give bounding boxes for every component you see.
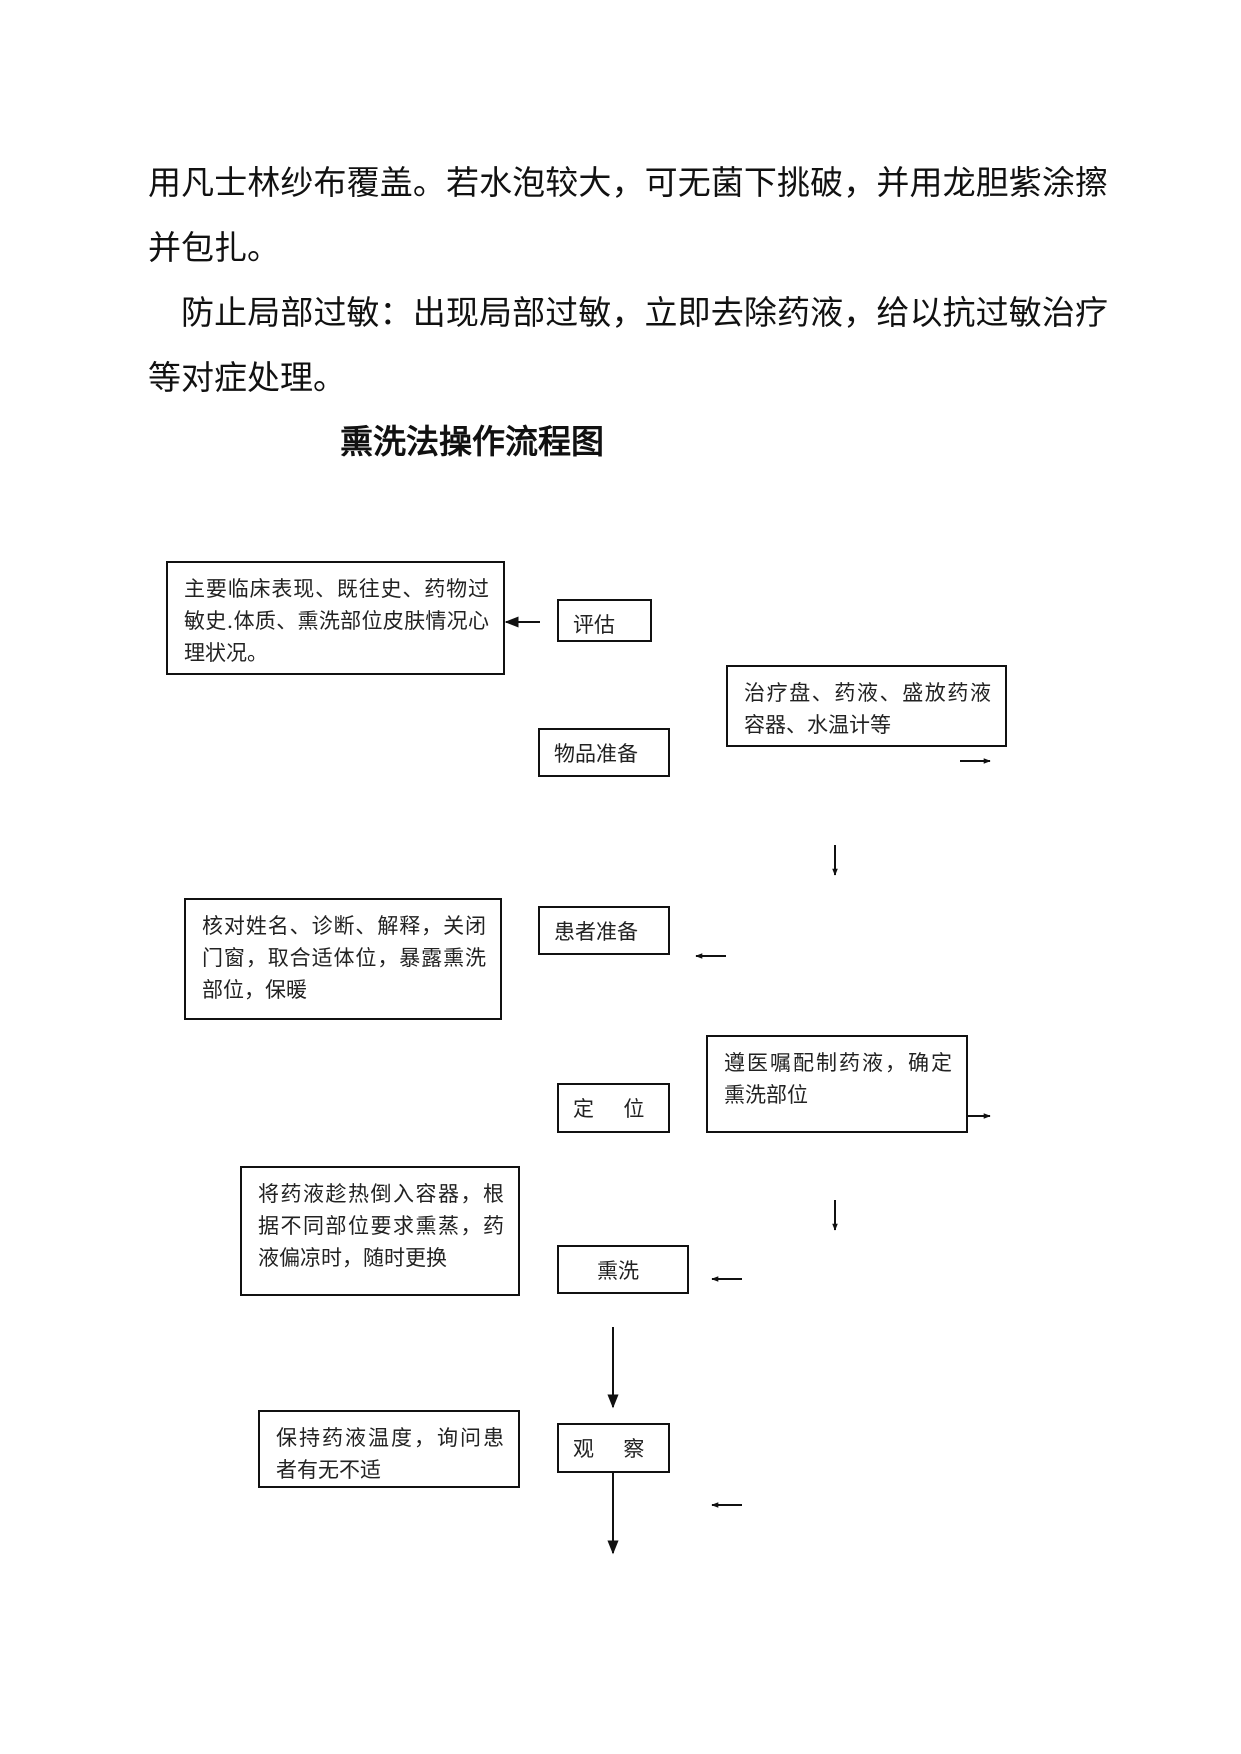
step-supplies-label: 物品准备 (554, 742, 638, 766)
note-patient-prep-text: 核对姓名、诊断、解释，关闭门窗，取合适体位，暴露熏洗部位，保暖 (202, 914, 486, 1002)
note-observe-text: 保持药液温度，询问患者有无不适 (276, 1426, 504, 1482)
step-supplies: 物品准备 (538, 728, 670, 777)
note-position: 遵医嘱配制药液，确定熏洗部位 (706, 1035, 968, 1133)
note-observe: 保持药液温度，询问患者有无不适 (258, 1410, 520, 1488)
note-position-text: 遵医嘱配制药液，确定熏洗部位 (724, 1051, 952, 1107)
step-observe: 观 察 (557, 1423, 670, 1473)
note-assess: 主要临床表现、既往史、药物过敏史.体质、熏洗部位皮肤情况心理状况。 (166, 561, 505, 675)
note-patient-prep: 核对姓名、诊断、解释，关闭门窗，取合适体位，暴露熏洗部位，保暖 (184, 898, 502, 1020)
step-position: 定 位 (557, 1083, 670, 1133)
paragraph-allergy-prevention: 防止局部过敏：出现局部过敏，立即去除药液，给以抗过敏治疗等对症处理。 (148, 293, 1108, 397)
step-assess-label: 评估 (573, 613, 615, 637)
flowchart-title: 熏洗法操作流程图 (340, 422, 604, 461)
step-assess: 评估 (557, 599, 652, 642)
step-patient-prep: 患者准备 (538, 906, 670, 955)
paragraph-blister-care: 用凡士林纱布覆盖。若水泡较大，可无菌下挑破，并用龙胆紫涂擦并包扎。 (148, 163, 1108, 267)
note-assess-text: 主要临床表现、既往史、药物过敏史.体质、熏洗部位皮肤情况心理状况。 (184, 577, 489, 665)
note-fumigate: 将药液趁热倒入容器，根据不同部位要求熏蒸，药液偏凉时，随时更换 (240, 1166, 520, 1296)
step-fumigate: 熏洗 (557, 1245, 689, 1294)
step-patient-prep-label: 患者准备 (554, 920, 638, 944)
note-fumigate-text: 将药液趁热倒入容器，根据不同部位要求熏蒸，药液偏凉时，随时更换 (258, 1182, 504, 1270)
step-fumigate-label: 熏洗 (597, 1259, 639, 1283)
note-supplies-text: 治疗盘、药液、盛放药液容器、水温计等 (744, 681, 991, 737)
note-supplies: 治疗盘、药液、盛放药液容器、水温计等 (726, 665, 1007, 747)
step-position-label: 定 位 (573, 1097, 649, 1121)
step-observe-label: 观 察 (573, 1437, 649, 1461)
